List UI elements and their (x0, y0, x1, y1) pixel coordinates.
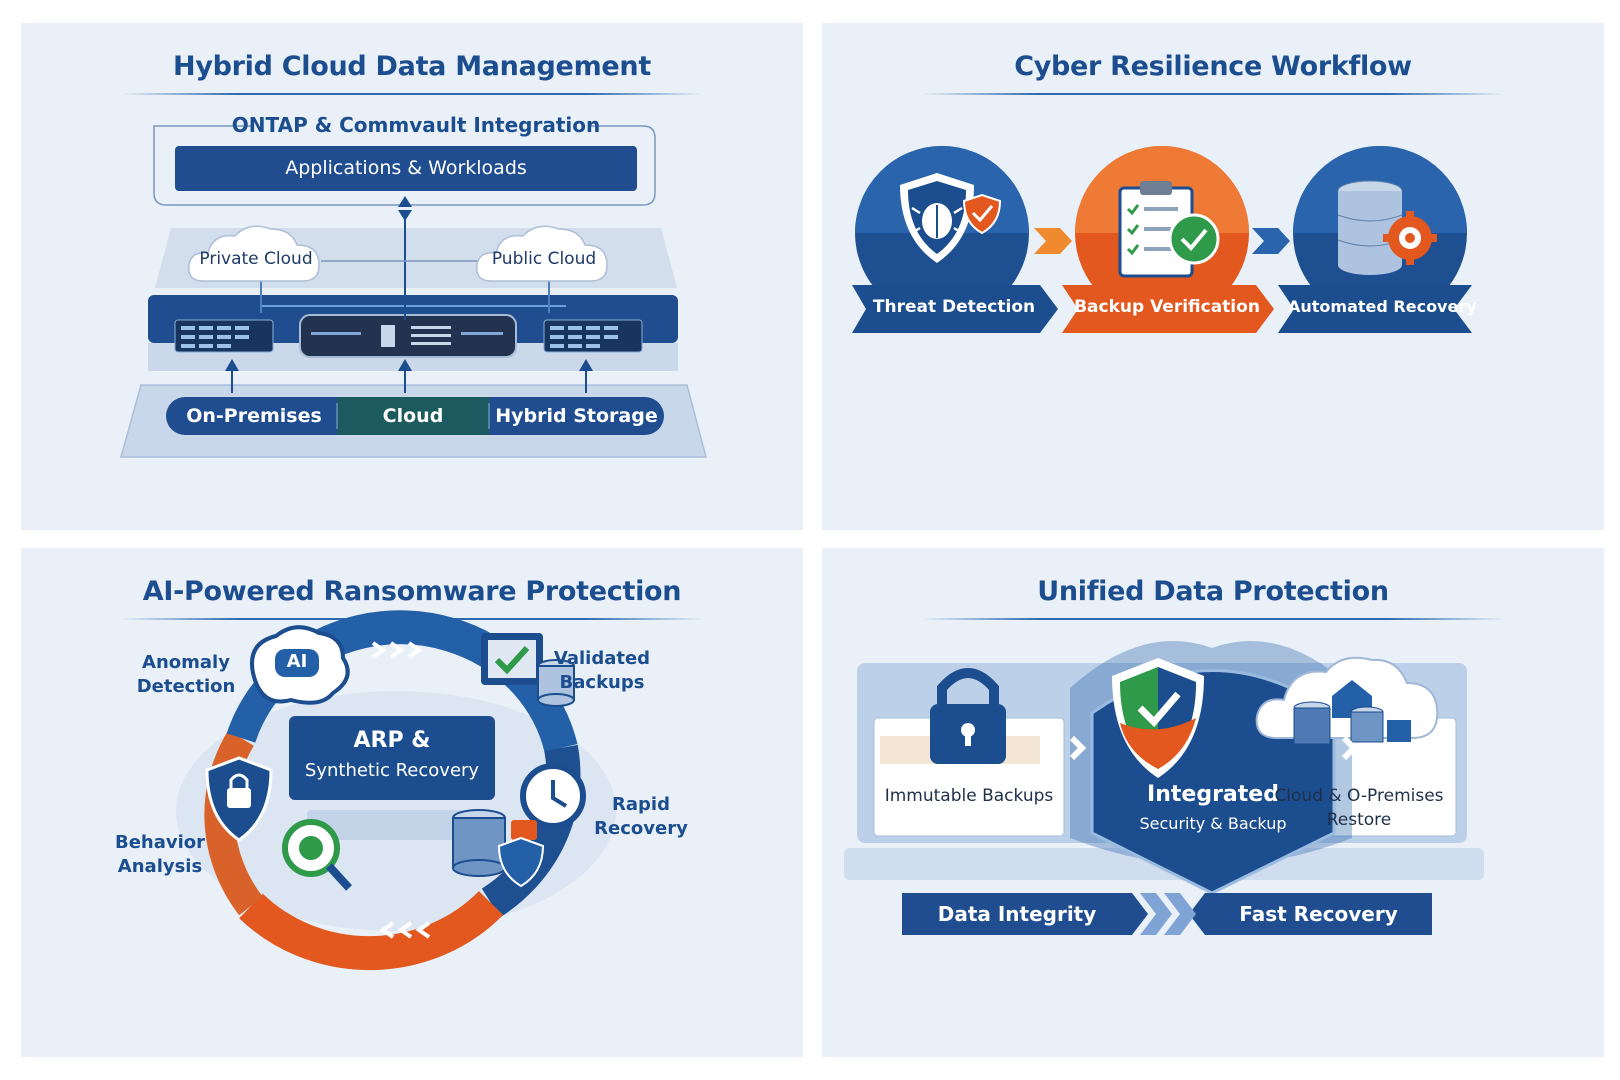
clipboard-check-icon (1118, 181, 1220, 278)
brain-ai-icon (250, 625, 350, 705)
anomaly-label-2: Detection (136, 676, 236, 697)
validated-label-2: Backups (559, 672, 645, 693)
private-cloud-icon (188, 225, 320, 282)
immutable-backups-label: Immutable Backups (884, 786, 1054, 806)
title-rule (922, 618, 1504, 620)
step-automated-recovery: Automated Recovery (1288, 297, 1477, 316)
panel-title: Cyber Resilience Workflow (1014, 51, 1412, 82)
panel-ai-ransomware: AI-Powered Ransomware Protection (21, 548, 803, 1057)
cloud-database-icon (1255, 656, 1439, 745)
hybrid-diagram (120, 125, 707, 458)
unified-diagram (844, 641, 1484, 935)
panel-unified-protection: Unified Data Protection (822, 548, 1604, 1057)
center-label-line1: ARP & (353, 728, 431, 753)
ai-badge: AI (286, 651, 308, 672)
integrated-label-line2: Security & Backup (1139, 814, 1287, 833)
padlock-icon (930, 668, 1006, 764)
magnifier-icon (282, 819, 352, 891)
panel-title: Hybrid Cloud Data Management (173, 51, 651, 82)
apps-workloads-label: Applications & Workloads (285, 157, 527, 179)
shield-check-icon (1112, 658, 1204, 778)
tier-cloud: Cloud (382, 405, 444, 427)
title-rule (121, 93, 703, 95)
padlock-shield-icon (205, 756, 273, 842)
step-backup-verification: Backup Verification (1074, 297, 1260, 317)
private-cloud-label: Private Cloud (199, 249, 313, 269)
server-rack-icon (174, 319, 274, 353)
title-rule (922, 93, 1504, 95)
panel-hybrid-cloud: Hybrid Cloud Data Management (21, 23, 803, 530)
public-cloud-icon (476, 225, 608, 282)
step-threat-detection: Threat Detection (872, 297, 1036, 317)
restore-label-line2: Restore (1326, 810, 1392, 830)
tier-on-premises: On-Premises (186, 405, 322, 427)
behavior-label-1: Behavior (114, 832, 206, 853)
data-integrity-label: Data Integrity (937, 902, 1097, 926)
ai-ring-diagram (176, 610, 616, 971)
anomaly-label-1: Anomaly (142, 652, 230, 673)
behavior-label-2: Analysis (117, 856, 203, 877)
tier-hybrid-storage: Hybrid Storage (495, 405, 658, 427)
restore-label-line1: Cloud & O-Premises (1274, 786, 1444, 806)
panel-title: Unified Data Protection (1037, 576, 1389, 607)
integrated-label-line1: Integrated (1147, 782, 1279, 807)
database-shield-icon (452, 809, 545, 888)
panel-title: AI-Powered Ransomware Protection (142, 576, 682, 607)
clock-refresh-icon (520, 763, 586, 829)
bug-shield-icon (900, 173, 1002, 263)
server-rack-icon (543, 319, 643, 353)
rapid-label-2: Recovery (594, 818, 688, 839)
database-gear-icon (1337, 180, 1437, 275)
rapid-label-1: Rapid (612, 794, 670, 815)
cyber-diagram (852, 146, 1472, 333)
public-cloud-label: Public Cloud (491, 249, 597, 269)
laptop-check-icon (481, 633, 575, 707)
panel-cyber-resilience: Cyber Resilience Workflow (822, 23, 1604, 530)
storage-array-icon (299, 314, 517, 358)
center-label-line2: Synthetic Recovery (304, 760, 480, 781)
validated-label-1: Validated (553, 648, 651, 669)
fast-recovery-label: Fast Recovery (1239, 902, 1398, 926)
integration-subtitle: ONTAP & Commvault Integration (231, 113, 601, 137)
